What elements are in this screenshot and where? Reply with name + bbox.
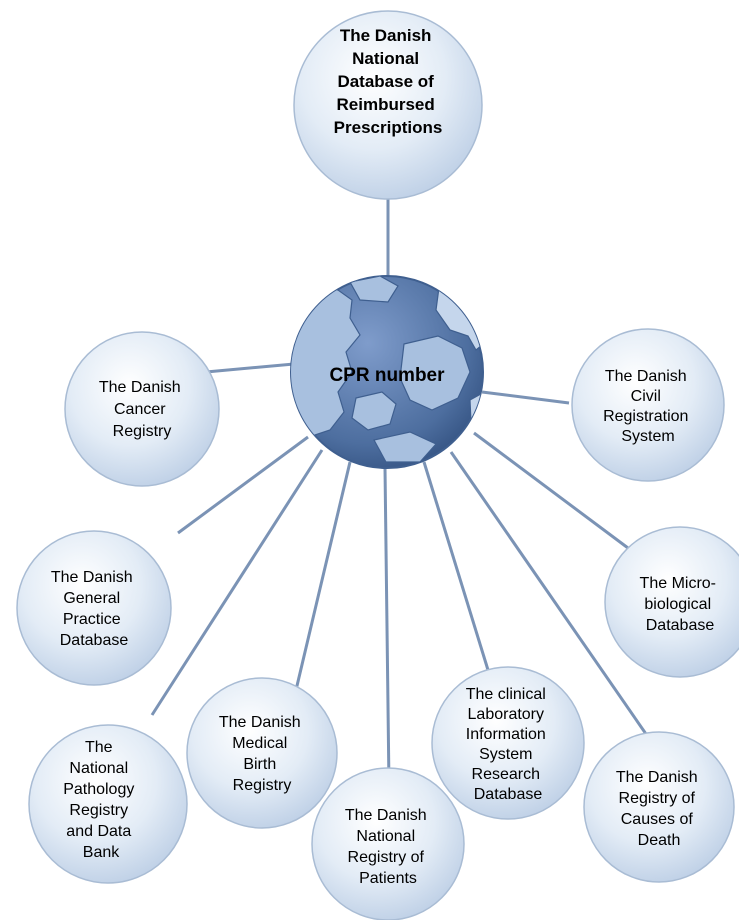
label-line: Reimbursed	[337, 95, 435, 114]
connector-pathology-registry	[150, 449, 324, 716]
label-line: Registry of	[348, 849, 425, 866]
node-circle-causes-of-death	[583, 731, 735, 883]
node-circle-cancer-registry	[64, 331, 220, 487]
connector-general-practice	[177, 435, 309, 535]
connector-lines	[150, 198, 648, 787]
label-line: Database of	[337, 72, 434, 91]
node-label-general-practice: The Danish General Practice Database	[51, 569, 137, 649]
label-line: Prescriptions	[334, 118, 443, 137]
label-line: Pathology	[63, 781, 134, 798]
label-line: Research	[472, 766, 540, 783]
label-line: Information	[466, 726, 546, 743]
label-line: Registry	[69, 802, 128, 819]
globe-landmass	[373, 431, 437, 463]
node-circle-pathology-registry	[28, 724, 188, 884]
node-labels: The Danish National Database of Reimburs…	[51, 26, 721, 887]
label-line: biological	[644, 596, 711, 613]
label-line: National	[69, 760, 128, 777]
label-line: The Danish	[51, 569, 133, 586]
label-line: The	[85, 739, 113, 756]
label-line: National	[356, 828, 415, 845]
label-line: The Danish	[340, 26, 432, 45]
node-label-cancer-registry: The Danish Cancer Registry	[99, 379, 185, 440]
globe-landmass	[351, 391, 397, 431]
label-line: The clinical	[466, 686, 546, 703]
label-line: General	[63, 590, 120, 607]
label-line: Civil	[631, 388, 661, 405]
globe-landmass	[399, 335, 471, 411]
connector-civil-registration	[481, 390, 570, 405]
node-circle-clinical-laboratory	[431, 666, 585, 820]
node-circle-general-practice	[16, 530, 172, 686]
connector-cancer-registry	[205, 362, 295, 374]
node-label-clinical-laboratory: The clinical Laboratory Information Syst…	[466, 686, 551, 803]
label-line: Practice	[63, 611, 121, 628]
node-label-microbiological: The Micro- biological Database	[640, 575, 721, 634]
connector-microbiological	[473, 431, 629, 550]
label-line: Database	[646, 617, 715, 634]
node-label-pathology-registry: The National Pathology Registry and Data…	[63, 739, 139, 861]
label-line: The Danish	[219, 714, 301, 731]
label-line: The Danish	[616, 769, 698, 786]
label-line: Bank	[83, 844, 120, 861]
node-label-medical-birth: The Danish Medical Birth Registry	[219, 714, 305, 794]
label-line: Registry	[113, 423, 172, 440]
connector-causes-of-death	[449, 451, 648, 735]
connector-clinical-laboratory	[422, 461, 490, 671]
label-line: Medical	[232, 735, 287, 752]
label-line: Death	[638, 832, 681, 849]
label-line: Database	[474, 786, 543, 803]
label-line: Laboratory	[468, 706, 545, 723]
connector-medical-birth	[294, 461, 352, 691]
label-line: Patients	[359, 870, 417, 887]
node-circle-microbiological	[604, 526, 739, 678]
label-line: The Micro-	[640, 575, 716, 592]
label-line: Registration	[603, 408, 688, 425]
node-label-causes-of-death: The Danish Registry of Causes of Death	[616, 769, 702, 849]
label-line: The Danish	[345, 807, 427, 824]
label-line: System	[479, 746, 532, 763]
label-line: Database	[60, 632, 129, 649]
node-label-national-patients: The Danish National Registry of Patients	[345, 807, 431, 887]
node-circle-national-patients	[311, 767, 465, 920]
connector-national-patients	[383, 467, 391, 787]
label-line: Birth	[243, 756, 276, 773]
globe-landmass	[349, 276, 399, 303]
node-circle-reimbursed-prescriptions	[293, 10, 483, 200]
label-line: The Danish	[605, 368, 687, 385]
label-line: Cancer	[114, 401, 166, 418]
label-line: and Data	[66, 823, 131, 840]
node-circle-medical-birth	[186, 677, 338, 829]
node-label-civil-registration: The Danish Civil Registration System	[603, 368, 693, 445]
label-line: The Danish	[99, 379, 181, 396]
node-circle-civil-registration	[571, 328, 725, 482]
label-line: Registry	[233, 777, 292, 794]
node-label-reimbursed-prescriptions: The Danish National Database of Reimburs…	[334, 26, 443, 137]
label-line: National	[352, 49, 419, 68]
outer-nodes	[16, 10, 739, 920]
label-line: Causes of	[621, 811, 694, 828]
center-node: CPR number	[290, 275, 484, 469]
label-line: Registry of	[619, 790, 696, 807]
label-line: System	[621, 428, 674, 445]
center-label: CPR number	[329, 365, 445, 386]
